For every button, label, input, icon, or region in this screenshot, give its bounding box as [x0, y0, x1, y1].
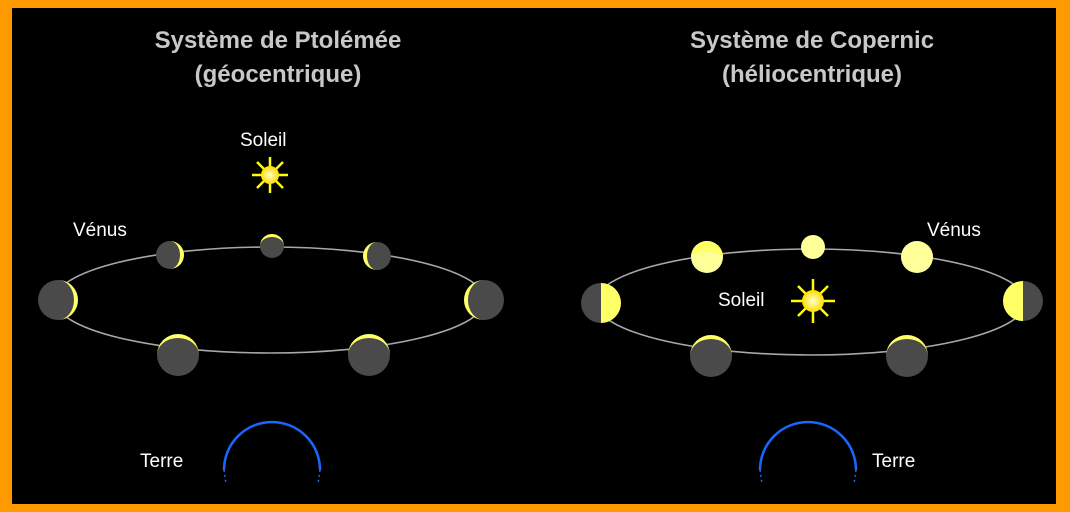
copernicus-sun-icon: [791, 279, 835, 323]
ptolemy-earth-label: Terre: [140, 451, 183, 472]
copernicus-panel: Système de Copernic (héliocentrique) Vén…: [581, 27, 1043, 485]
ptolemy-venus-bottom-right: [348, 334, 390, 376]
ptolemy-venus-top-left: [156, 241, 184, 269]
copernicus-venus-top-center: [801, 235, 825, 259]
copernicus-sun-label: Soleil: [718, 290, 764, 311]
ptolemy-title-line2: (géocentrique): [195, 61, 362, 88]
ptolemy-venus-far-right: [464, 280, 504, 320]
copernicus-venus-label: Vénus: [927, 220, 981, 241]
copernicus-earth-label: Terre: [872, 451, 915, 472]
copernicus-earth-icon: [758, 420, 858, 485]
copernicus-venus-phases: [581, 235, 1043, 377]
ptolemy-venus-bottom-left: [157, 334, 199, 376]
copernicus-venus-bottom-left: [690, 335, 732, 377]
ptolemy-epicycle-orbit: [54, 246, 486, 354]
copernicus-title-line1: Système de Copernic: [690, 27, 934, 54]
ptolemy-sun-label: Soleil: [240, 130, 286, 151]
ptolemy-venus-phases: [38, 234, 504, 376]
ptolemy-title-line1: Système de Ptolémée: [155, 27, 402, 54]
copernicus-title-line2: (héliocentrique): [722, 61, 902, 88]
copernicus-venus-bottom-right: [886, 335, 928, 377]
copernicus-venus-top-left: [691, 241, 723, 273]
ptolemy-sun-icon: [252, 157, 288, 193]
copernicus-venus-top-right: [901, 241, 933, 273]
copernicus-venus-far-left: [581, 283, 621, 323]
ptolemy-earth-icon: [222, 420, 322, 485]
ptolemy-venus-top-center: [260, 234, 284, 258]
ptolemy-venus-label: Vénus: [73, 220, 127, 241]
ptolemy-venus-far-left: [38, 280, 78, 320]
copernicus-venus-far-right: [1003, 281, 1043, 321]
ptolemy-venus-top-right: [363, 242, 391, 270]
ptolemy-panel: Système de Ptolémée (géocentrique) Solei…: [38, 27, 504, 485]
